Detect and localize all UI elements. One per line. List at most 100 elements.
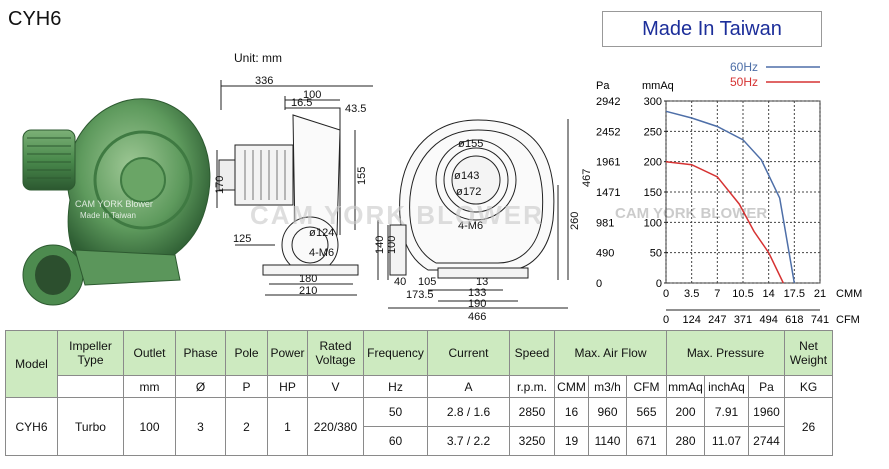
cell-cfm: 565 [626, 397, 667, 427]
dim-front-100: 100 [386, 236, 398, 254]
unit-power: HP [267, 375, 308, 398]
dim-side-125: 125 [233, 233, 251, 245]
cell-cfm: 671 [626, 426, 667, 456]
cell-frequency: 50 [363, 397, 428, 427]
dim-side-170: 170 [214, 176, 226, 194]
cell-cmm: 16 [554, 397, 589, 427]
dim-front-40: 40 [394, 276, 406, 288]
watermark-brand-small: CAM YORK BLOWER [615, 205, 768, 222]
chart-tick-cfm: 741 [811, 314, 829, 326]
unit-pole: P [225, 375, 268, 398]
th-model: Model [5, 330, 58, 398]
cell-impeller: Turbo [57, 397, 124, 456]
dim-front-466: 466 [468, 311, 486, 323]
cell-mmaq: 200 [666, 397, 705, 427]
th-voltage: Rated Voltage [307, 330, 364, 376]
cell-frequency: 60 [363, 426, 428, 456]
cell-voltage: 220/380 [307, 397, 364, 456]
chart-tick-cfm: 124 [682, 314, 700, 326]
dim-front-4-m6: 4-M6 [458, 220, 483, 232]
th-pole: Pole [225, 330, 268, 376]
chart-tick-pa: 490 [596, 248, 614, 260]
th-frequency: Frequency [363, 330, 428, 376]
dim-front-105: 105 [418, 276, 436, 288]
svg-text:ø: ø [458, 138, 465, 150]
chart-tick-mmaq: 100 [644, 217, 662, 229]
chart-tick-pa: 2452 [596, 126, 620, 138]
th-outlet: Outlet [123, 330, 176, 376]
dim-side-155: 155 [356, 167, 368, 185]
chart-tick-cmm: 0 [663, 288, 669, 300]
dim-side-336: 336 [255, 75, 273, 87]
cell-pole: 2 [225, 397, 268, 456]
cell-speed: 2850 [509, 397, 555, 427]
chart-tick-pa: 0 [596, 278, 602, 290]
chart-tick-cfm: 618 [785, 314, 803, 326]
th-impeller: Impeller Type [57, 330, 124, 376]
dim-side-210: 210 [299, 285, 317, 297]
chart-series-line [665, 160, 784, 284]
dim-side-100: 100 [303, 89, 321, 101]
unit-mmaq: mmAq [666, 375, 705, 398]
dim-side-124: 124 [316, 227, 334, 239]
chart-ylabel-pa: Pa [596, 80, 610, 92]
cell-mmaq: 280 [666, 426, 705, 456]
cell-weight: 26 [784, 397, 833, 456]
unit-outlet: mm [123, 375, 176, 398]
dim-side-4-m6: 4-M6 [309, 247, 334, 259]
dim-side-43-5: 43.5 [345, 103, 366, 115]
chart-tick-pa: 981 [596, 217, 614, 229]
unit-voltage: V [307, 375, 364, 398]
chart-tick-mmaq: 200 [644, 157, 662, 169]
dim-front-173-5: 173.5 [406, 289, 434, 301]
th-airflow: Max. Air Flow [554, 330, 667, 376]
unit-cmm: CMM [554, 375, 589, 398]
unit-label: Unit: mm [234, 51, 282, 65]
svg-text:ø: ø [309, 227, 316, 239]
cell-m3h: 960 [588, 397, 627, 427]
chart-ylabel-mmaq: mmAq [642, 80, 674, 92]
dim-front-467: 467 [581, 169, 593, 187]
unit-inchaq: inchAq [704, 375, 749, 398]
th-weight: Net Weight [784, 330, 833, 376]
chart-tick-cmm: 3.5 [684, 288, 699, 300]
unit-current: A [427, 375, 510, 398]
cell-phase: 3 [175, 397, 226, 456]
spec-table: Model Impeller Type Outlet Phase Pole Po… [5, 330, 833, 456]
svg-text:ø: ø [456, 186, 463, 198]
cell-current: 2.8 / 1.6 [427, 397, 510, 427]
chart-tick-pa: 1471 [596, 187, 620, 199]
th-phase: Phase [175, 330, 226, 376]
chart-tick-cmm: 21 [814, 288, 826, 300]
chart-tick-cfm: 0 [663, 314, 669, 326]
chart-tick-pa: 2942 [596, 96, 620, 108]
chart-tick-mmaq: 0 [656, 278, 662, 290]
chart-tick-mmaq: 250 [644, 126, 662, 138]
unit-pa: Pa [748, 375, 785, 398]
th-pressure: Max. Pressure [666, 330, 785, 376]
unit-cfm: CFM [626, 375, 667, 398]
chart-tick-cmm: 14 [763, 288, 775, 300]
dim-front-13: 13 [476, 276, 488, 288]
svg-text:ø: ø [454, 170, 461, 182]
th-speed: Speed [509, 330, 555, 376]
cell-speed: 3250 [509, 426, 555, 456]
chart-tick-cfm: 371 [734, 314, 752, 326]
chart-tick-cmm: 17.5 [784, 288, 805, 300]
dim-front-140: 140 [374, 236, 386, 254]
dim-side-180: 180 [299, 273, 317, 285]
cell-pa: 2744 [748, 426, 785, 456]
dim-front-155: 155 [465, 138, 483, 150]
dim-front-133: 133 [468, 287, 486, 299]
unit-frequency: Hz [363, 375, 428, 398]
cell-m3h: 1140 [588, 426, 627, 456]
blower-photo: CAM YORK Blower Made In Taiwan [22, 98, 211, 306]
dim-front-190: 190 [468, 298, 486, 310]
chart-series-line [665, 110, 796, 284]
chart-legend-label: 50Hz [730, 75, 758, 89]
chart-xlabel-cmm: CMM [836, 288, 862, 300]
watermark-badge-line1: CAM YORK Blower [75, 199, 153, 209]
th-current: Current [427, 330, 510, 376]
